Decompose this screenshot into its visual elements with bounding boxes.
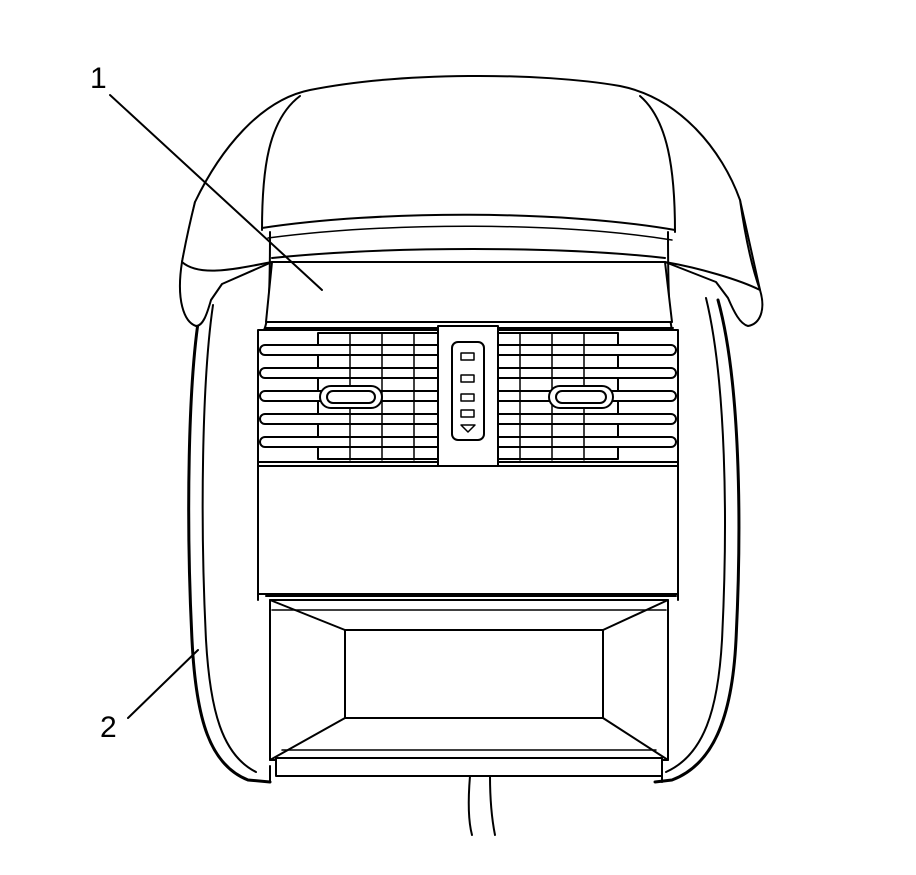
leader-line-2 — [127, 649, 199, 719]
air-outlet-grille — [257, 325, 679, 467]
console-shell — [187, 297, 741, 784]
callout-2: 2 — [100, 711, 117, 744]
leader-line-1 — [109, 94, 323, 291]
armrest-lid — [178, 74, 764, 331]
console-middle-panel — [257, 461, 679, 601]
leader-lines — [109, 94, 323, 719]
callout-1: 1 — [90, 62, 107, 95]
down-arrow-icon — [460, 424, 476, 433]
right-vent-knob[interactable] — [548, 385, 614, 409]
airflow-thumbwheel[interactable] — [437, 325, 499, 467]
cable — [467, 775, 496, 836]
rear-bezel — [264, 261, 674, 329]
left-vent-knob[interactable] — [319, 385, 383, 409]
storage-bin — [265, 595, 677, 783]
